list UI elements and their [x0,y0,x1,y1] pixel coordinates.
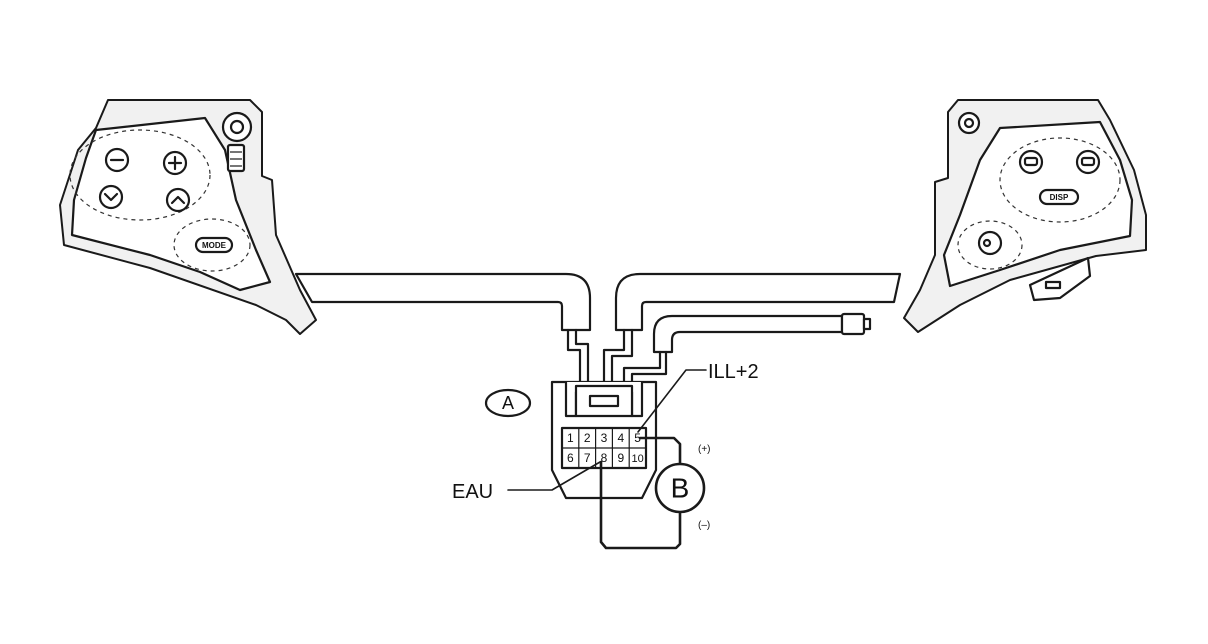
connector-a-label: A [502,393,514,413]
pin-1: 1 [567,431,574,445]
positive-lead-label: (+) [698,444,711,455]
eau-leader-line [507,461,601,491]
phone-hangup-icon [1075,149,1101,175]
phone-pickup-icon [1018,149,1044,175]
disp-button: DISP [1038,188,1080,206]
connector-callout-a: A [484,388,532,418]
pin-6: 6 [567,451,574,465]
meter-probe-leads [599,436,682,550]
chevron-up-icon [165,187,191,213]
chevron-down-icon [98,184,124,210]
eau-pin-label: EAU [452,481,493,503]
negative-lead-label: (–) [698,520,710,531]
mode-button: MODE [194,236,234,254]
disp-label: DISP [1050,193,1069,202]
pin-5: 5 [634,431,641,445]
left-steering-switch: MODE [59,99,317,335]
voice-icon [977,230,1003,256]
wire-harness [294,272,902,388]
meter-b: B [654,462,706,514]
pin-8: 8 [601,451,608,465]
pin-3: 3 [601,431,608,445]
pin-9: 9 [617,451,624,465]
minus-icon [104,147,130,173]
pin-10: 10 [631,453,643,465]
ill-leader-line [637,369,707,433]
pin-4: 4 [617,431,624,445]
connector-a: 1 2 3 4 5 6 7 8 9 10 [550,380,658,500]
meter-b-label: B [671,472,690,503]
mode-label: MODE [202,241,227,250]
ill-pin-label: ILL+2 [708,361,759,383]
pin-7: 7 [584,451,591,465]
pin-2: 2 [584,431,591,445]
right-steering-switch: DISP [903,99,1147,333]
plus-icon [162,150,188,176]
